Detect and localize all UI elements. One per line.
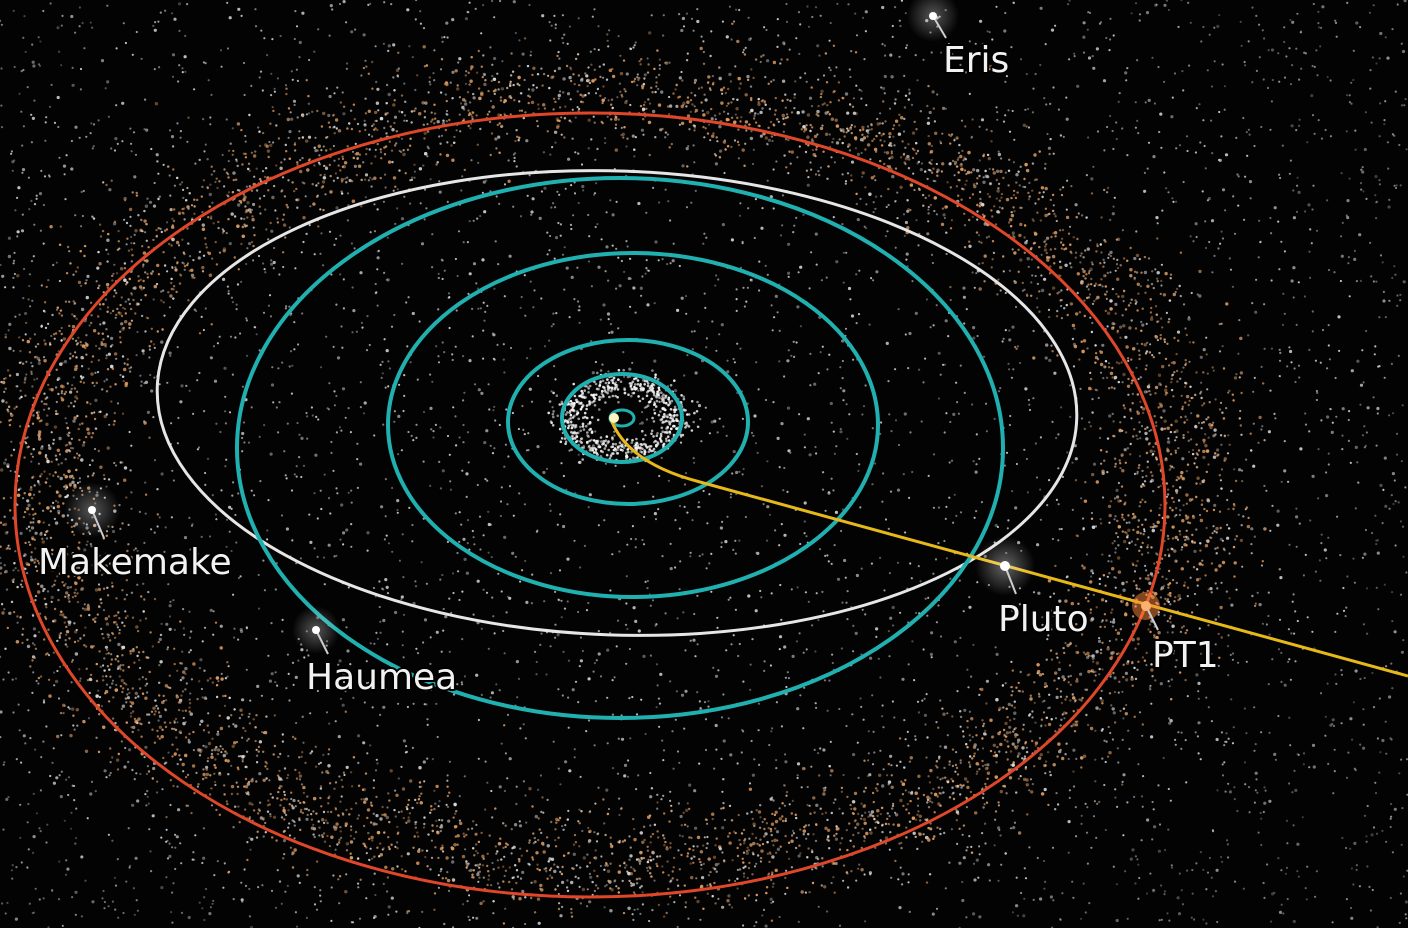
asteroid-belt bbox=[547, 368, 700, 463]
saturn-orbit bbox=[506, 338, 750, 506]
eris-label: Eris bbox=[943, 40, 1009, 81]
makemake-label: Makemake bbox=[38, 542, 232, 583]
pt1-label: PT1 bbox=[1152, 635, 1219, 676]
sun-marker bbox=[609, 413, 619, 423]
eris-marker bbox=[929, 12, 937, 20]
haumea-marker bbox=[312, 626, 320, 634]
neptune-orbit bbox=[235, 176, 1005, 720]
jupiter-orbit bbox=[560, 372, 684, 464]
eris-object: Eris bbox=[907, 0, 1011, 83]
haumea-label: Haumea bbox=[306, 657, 457, 698]
uranus-orbit bbox=[386, 251, 880, 599]
makemake-object: Makemake bbox=[36, 482, 234, 585]
spacecraft-trajectory bbox=[610, 421, 1408, 678]
pluto-object: Pluto bbox=[975, 536, 1091, 642]
pluto-marker bbox=[1000, 561, 1010, 571]
pt1-orbit bbox=[13, 111, 1167, 899]
pluto-label: Pluto bbox=[998, 599, 1089, 640]
makemake-marker bbox=[88, 506, 96, 514]
pt1-marker bbox=[1141, 601, 1151, 611]
pluto-orbit bbox=[155, 169, 1079, 637]
kuiper-belt-band bbox=[0, 22, 1282, 926]
pt1-object: PT1 bbox=[1132, 592, 1221, 678]
haumea-object: Haumea bbox=[292, 606, 459, 700]
